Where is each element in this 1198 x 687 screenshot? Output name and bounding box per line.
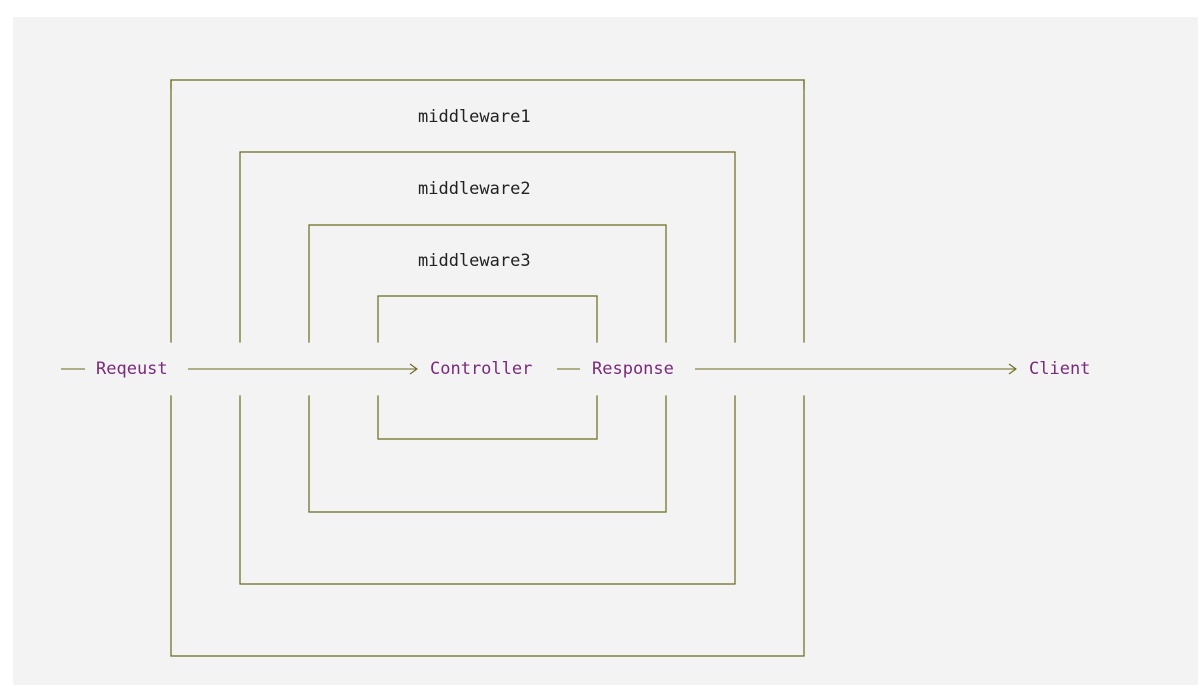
layer-label-middleware1: middleware1 [418,107,531,127]
request-label: Reqeust [96,359,168,379]
controller-frame [377,295,598,440]
layer-label-middleware3: middleware3 [418,251,531,271]
response-flow-line [695,363,1017,375]
code-block-panel [13,17,1198,685]
response-label: Response [592,359,674,379]
controller-label: Controller [430,359,532,379]
layer-frame-middleware2 [239,151,736,585]
request-flow-line [61,363,418,375]
client-label: Client [1029,359,1090,379]
layer-label-middleware2: middleware2 [418,179,531,199]
layer-frame-middleware3 [308,224,667,513]
layer-frame-middleware1 [170,79,805,657]
